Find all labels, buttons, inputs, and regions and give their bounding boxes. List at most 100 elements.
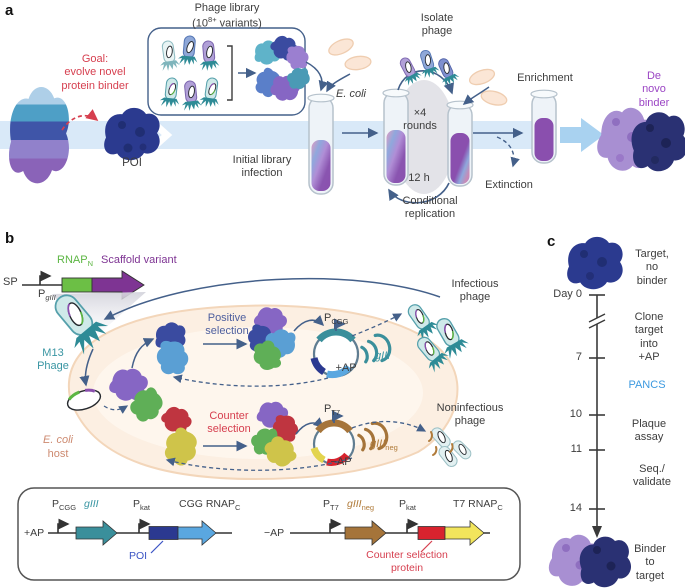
timeline-arrowhead [592, 526, 602, 538]
gene-scaffold-arrow [91, 270, 145, 300]
box-poi-label: POI [129, 550, 148, 562]
sp-label: SP [3, 276, 18, 288]
target-no-binder-label: Target, no binder [635, 248, 669, 287]
arrow-phage-entry [79, 348, 94, 387]
conditional-replication-label: Conditional replication [402, 195, 458, 221]
bracket [227, 45, 233, 101]
twelve-h-label: 12 h [408, 172, 430, 184]
timeline [587, 294, 607, 538]
arrow-expression-dashed [103, 405, 129, 414]
ecoli-cells-icon [328, 38, 508, 106]
binder-complex-c [546, 528, 634, 588]
plasmid-minus-ap [310, 410, 356, 466]
plus-ap-label: +AP [335, 362, 357, 374]
counter-pointer [420, 540, 433, 553]
day10-label: 10 [569, 408, 582, 420]
box-counter-protein-label: Counter selection protein [366, 549, 448, 574]
box-p-t7-label: PT7 [323, 498, 339, 513]
arrow-to-noninfectious [351, 420, 427, 432]
glll-neg-label: gIIIneg [370, 438, 398, 453]
cycle-arrow-bottom [388, 182, 450, 204]
arrow-to-infectious [351, 313, 403, 337]
enrichment-label: Enrichment [517, 72, 573, 84]
arrow-return-top [172, 374, 329, 387]
box-p-kat2-label: Pkat [399, 498, 417, 513]
arrow-isolate-in [462, 86, 490, 105]
gene-rnap-n-box [61, 277, 93, 293]
p-glll-label: PgIII [38, 288, 56, 303]
m13-phage-label: M13 Phage [37, 347, 69, 373]
tube-initial-infection [307, 93, 335, 195]
extinction-label: Extinction [485, 179, 533, 191]
gene-t7-rnap-arrow [444, 520, 485, 546]
noninfectious-phage-label: Noninfectious phage [436, 402, 504, 428]
minus-ap-label: −AP [330, 456, 352, 468]
day11-label: 11 [570, 443, 582, 455]
de-novo-binder-proteins [593, 98, 685, 180]
plasmid-plus-ap [310, 318, 360, 379]
goal-label: Goal: evolve novel protein binder [61, 53, 129, 92]
phage-library-box [147, 27, 313, 116]
flow-band [0, 115, 604, 155]
gene-poi-box [148, 526, 179, 540]
arrow-library-to-tube [305, 61, 329, 92]
panel-a-letter: a [5, 2, 14, 19]
counter-selection-label: Counter selection [207, 410, 251, 436]
goal-protein [8, 87, 69, 184]
target-protein-c [567, 236, 623, 290]
goal-arrow [61, 109, 99, 131]
poi-pointer [150, 540, 164, 554]
box-p-cgg-label: PCGG [52, 498, 77, 513]
day0-label: Day 0 [553, 288, 582, 300]
gene-glll-neg-arrow [344, 520, 387, 546]
plasmid-entry [66, 388, 102, 411]
arrow-ecoli-to-tube [326, 73, 351, 93]
scaffold-variant-label: Scaffold variant [101, 254, 177, 266]
de-novo-binder-label: De novo binder [638, 70, 670, 109]
glll-neg-emission-marks [357, 421, 389, 452]
poi-protein [104, 107, 160, 161]
gene-glll-arrow [75, 520, 118, 546]
ecoli-label: E. coli [336, 88, 366, 100]
p-cgg-label: PCGG [324, 312, 349, 327]
arrow-up-positive [131, 338, 155, 369]
p-t7-label: PT7 [324, 403, 341, 418]
initial-infection-label: Initial library infection [232, 154, 292, 180]
plaque-assay-label: Plaque assay [631, 418, 667, 444]
construct-sp [22, 270, 145, 300]
box-glll-label: gIII [84, 498, 99, 510]
poi-label: POI [122, 157, 142, 169]
pancs-label: PANCS [628, 379, 666, 391]
panel-b-letter: b [5, 230, 15, 247]
clone-target-label: Clone target into +AP [634, 311, 664, 364]
construct-box [17, 487, 521, 581]
isolate-phage-label: Isolate phage [420, 12, 454, 38]
variants-label: (108+ variants) [192, 15, 262, 30]
arrow-return-bottom [165, 457, 353, 471]
tube-cycle-left [382, 88, 410, 186]
glll-emission-marks [360, 333, 392, 364]
ecoli-host-label-2: host [47, 448, 69, 460]
gene-counter-protein-box [417, 526, 446, 540]
binder-to-target-label: Binder to target [634, 543, 666, 582]
arrow-to-plus-ap [293, 315, 325, 332]
day7-label: 7 [575, 351, 582, 363]
panel-c-letter: c [547, 233, 556, 250]
rounds-label: ×4 rounds [403, 107, 437, 133]
seq-validate-label: Seq./ validate [633, 463, 671, 489]
box-p-kat-label: Pkat [133, 498, 151, 513]
m13-phage-icon [50, 289, 114, 358]
arrow-reinfection [103, 277, 441, 320]
ecoli-host-label-1: E. coli [43, 434, 73, 446]
infectious-phage-label: Infectious phage [451, 278, 499, 304]
noninfectious-phages [428, 425, 474, 470]
box-minus-ap-label: −AP [264, 527, 285, 539]
day14-label: 14 [569, 502, 582, 514]
box-cgg-rnap-label: CGG RNAPC [179, 498, 241, 513]
rnap-n-label: RNAPN [57, 254, 93, 269]
tube-cycle-right [446, 100, 474, 187]
box-glll-neg-label: gIIIneg [347, 498, 375, 513]
gene-cgg-rnap-arrow [177, 520, 217, 546]
